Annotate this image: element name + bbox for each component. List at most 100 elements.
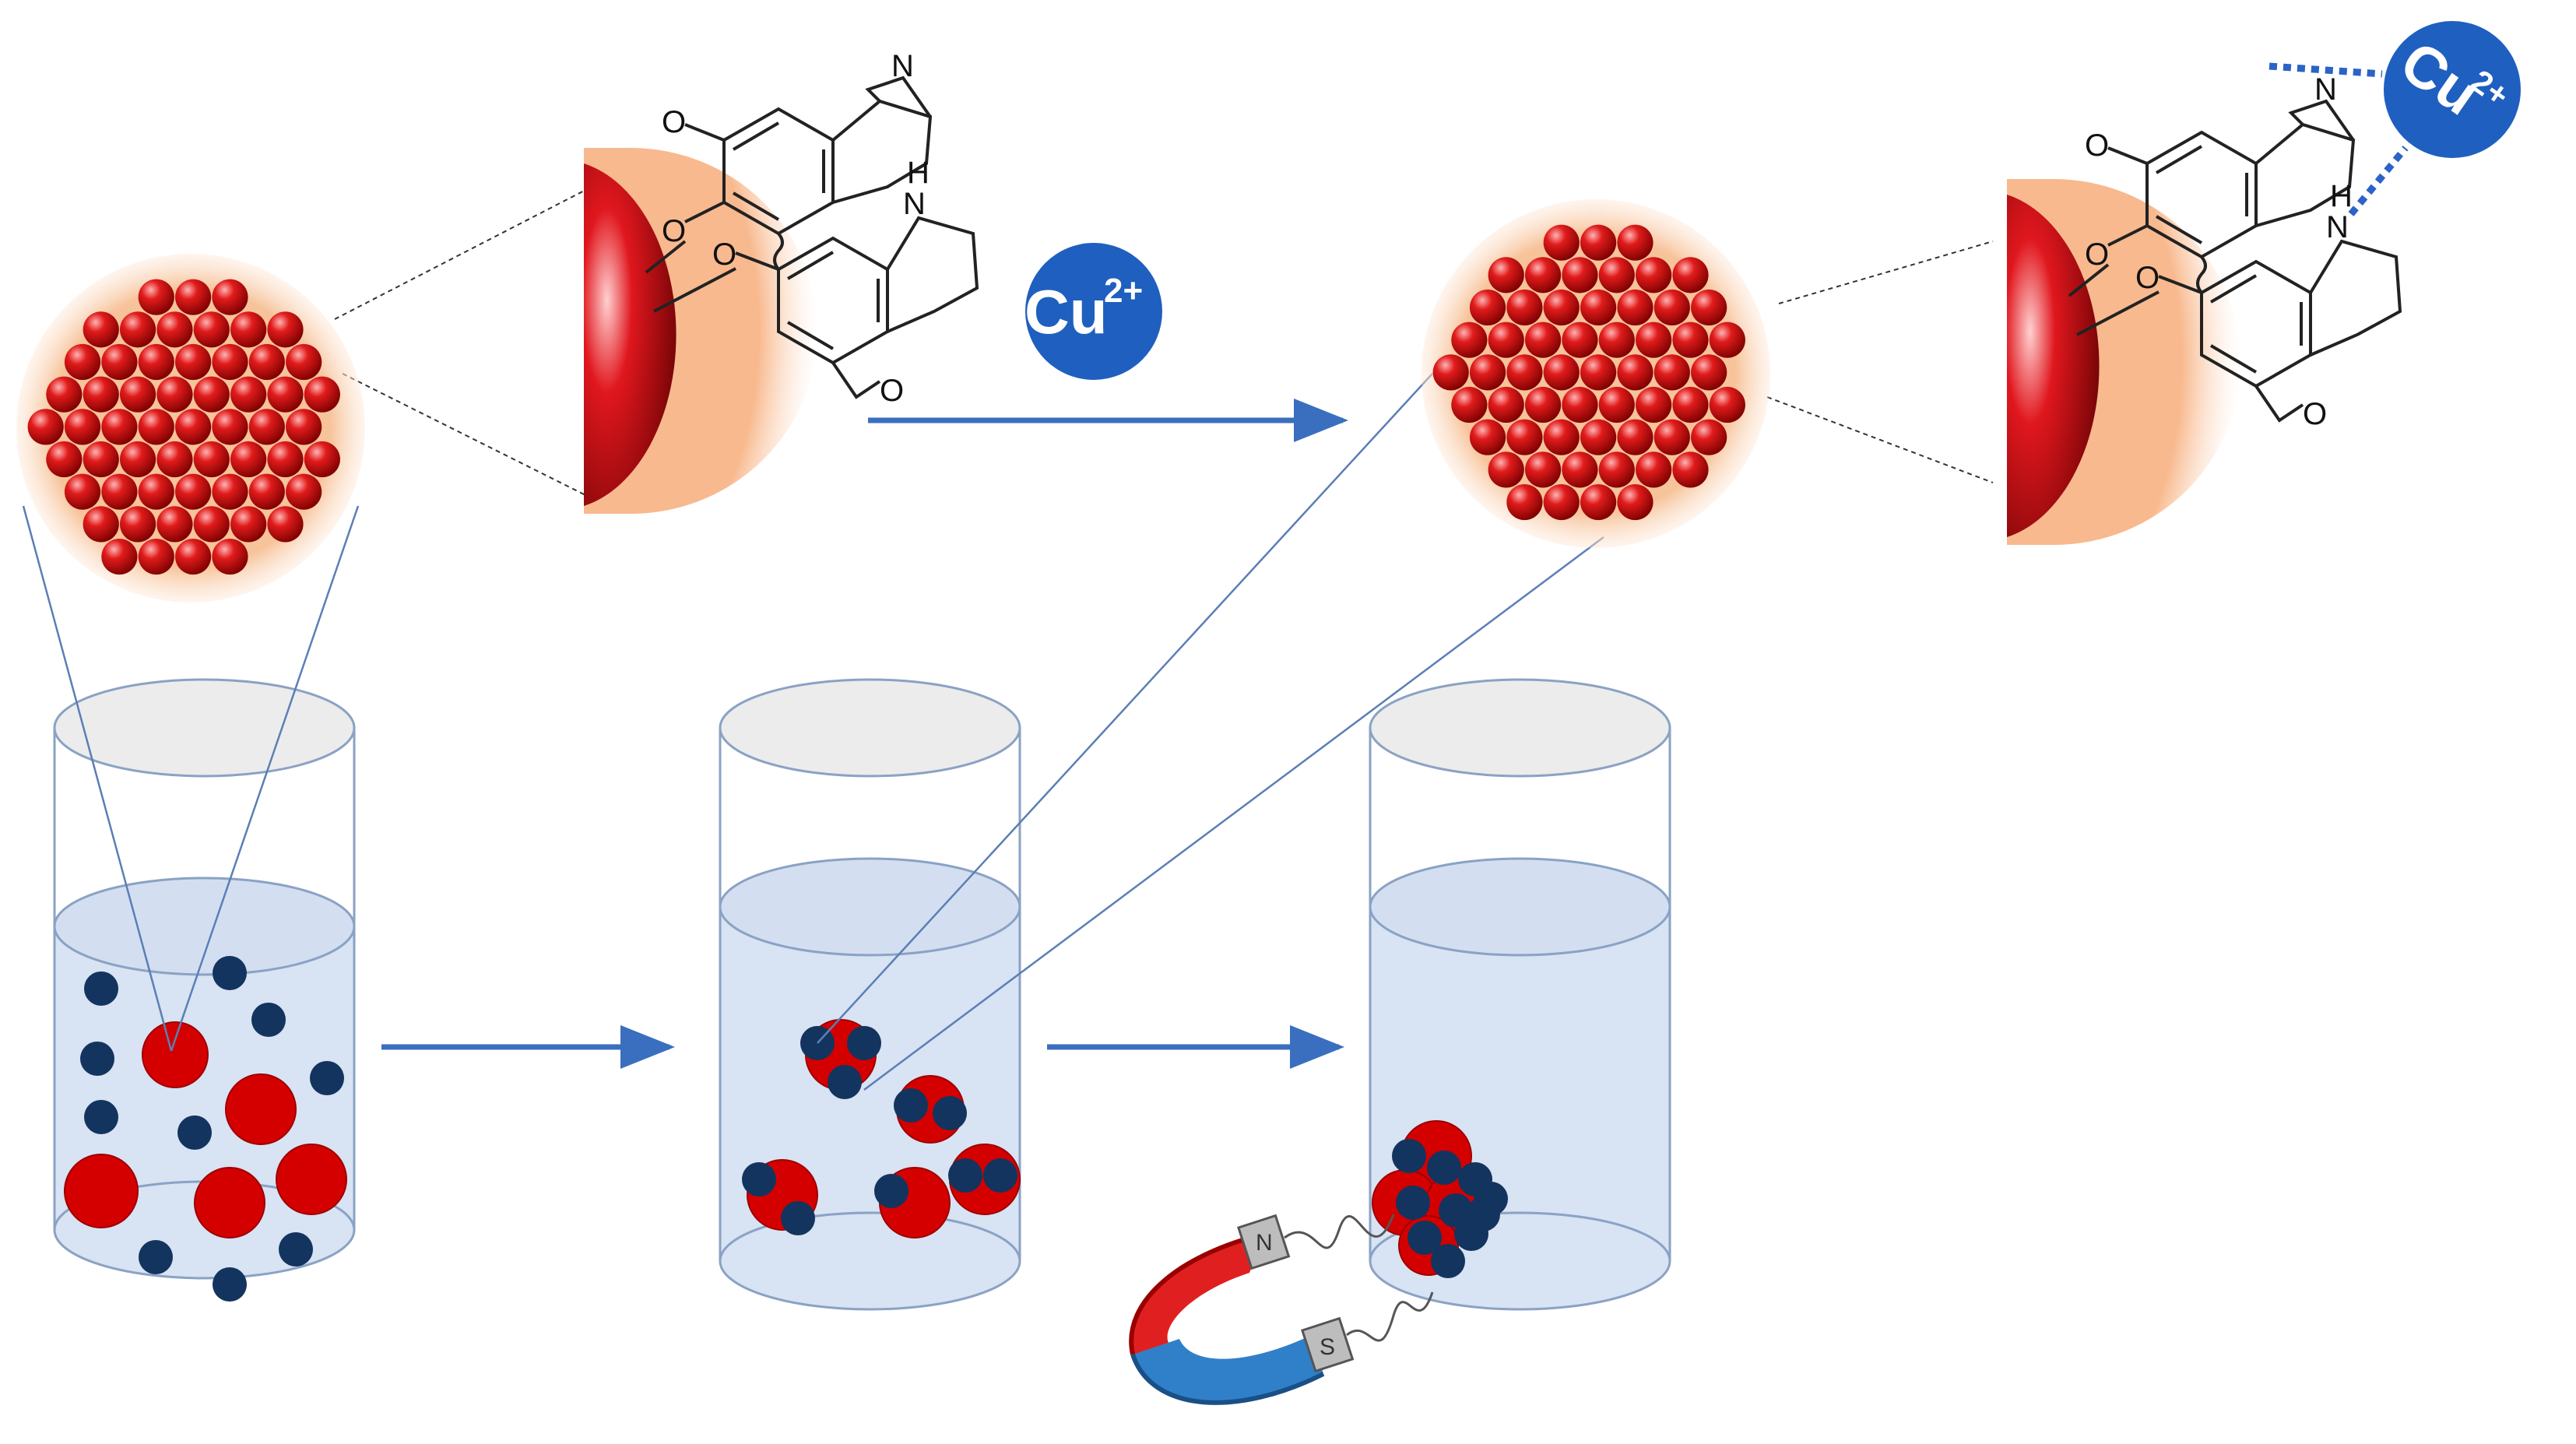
aromatic-bond	[786, 251, 880, 350]
nanoparticle-bead	[1691, 419, 1727, 455]
nanoparticle-bead	[1543, 419, 1580, 455]
nanoparticle-bead	[1617, 483, 1653, 521]
coordination-bonds	[2268, 62, 2409, 216]
nanoparticle-bead	[1598, 257, 1635, 293]
nanoparticle-bead	[1636, 451, 1672, 488]
nanoparticle-bead	[1580, 289, 1617, 326]
nanoparticle-bead	[1562, 257, 1598, 293]
process-arrows	[381, 399, 1348, 1069]
copper-ion-dot	[80, 1042, 114, 1076]
nanoparticle-bead	[156, 311, 193, 348]
nanoparticle-bead	[1506, 354, 1543, 391]
nanoparticle-bead	[267, 441, 304, 478]
copper-ion-dot	[742, 1162, 776, 1196]
nanoparticle-bead	[1488, 386, 1524, 423]
copper-ion-dot	[874, 1174, 908, 1208]
copper-ion-dot	[983, 1158, 1017, 1193]
nanoparticle-bead	[83, 441, 119, 478]
functionalized-surface-left	[584, 148, 817, 514]
aromatic-bond	[2209, 274, 2303, 374]
beaker-rim	[719, 678, 1021, 778]
nanoparticle-bead	[138, 538, 174, 575]
beaker-rim	[1369, 678, 1671, 778]
nanoparticle-bead	[1506, 483, 1543, 521]
oxygen-atom: O	[880, 374, 904, 408]
magnet-pole-south	[1300, 1316, 1355, 1373]
nanoparticle-bead	[1653, 419, 1690, 455]
imine-bond	[865, 76, 932, 118]
liquid-surface	[53, 877, 356, 976]
nanoparticle-bead	[212, 343, 248, 381]
nanoparticle-bead	[156, 506, 193, 543]
nanoparticle-bead	[138, 279, 174, 315]
nanoparticle-bead	[1653, 354, 1690, 391]
copper-ion-dot	[1454, 1217, 1488, 1251]
magnet-blue-arm	[1133, 1335, 1323, 1403]
nanoparticle-bead	[1617, 354, 1653, 391]
nanoparticle-bead	[267, 506, 304, 543]
nanoparticle-bead	[1672, 321, 1709, 358]
nanoparticle-bead	[1598, 386, 1635, 423]
nanoparticle-bead	[248, 409, 285, 445]
nanoparticle-bead	[1636, 257, 1672, 293]
magnetic-particle	[64, 1154, 139, 1228]
nanoparticle-bead	[1709, 321, 1745, 358]
copper-ion-dot	[1392, 1139, 1426, 1173]
nanoparticle-bead	[1653, 289, 1690, 326]
nanoparticle-bead	[286, 473, 322, 510]
copper-ion-dot	[933, 1096, 967, 1130]
nanoparticle-bead	[1580, 224, 1617, 261]
amine-hydrogen: H	[907, 156, 930, 190]
copper-ion-dot	[84, 1100, 118, 1134]
nanoparticle-bead	[119, 506, 156, 543]
nanoparticle-bead	[1672, 257, 1709, 293]
nanoparticle-bead	[212, 538, 248, 575]
nanoparticle-bead	[1598, 321, 1635, 358]
nanoparticle-bead	[1636, 321, 1672, 358]
nanoparticle-bead	[174, 343, 212, 381]
nanoparticle-bead	[212, 473, 248, 510]
beaker-rim	[53, 678, 356, 778]
nanoparticle-bead	[1691, 289, 1727, 326]
nanoparticle-bead	[27, 409, 64, 445]
magnet: N S	[1129, 1214, 1434, 1405]
nanoparticle-bead	[1451, 321, 1488, 358]
nanoparticle-bead	[1580, 419, 1617, 455]
copper-ion-dot	[894, 1088, 928, 1123]
surface-linker	[645, 240, 736, 313]
nanoparticle-bead	[1543, 483, 1580, 521]
bound-copper-ion: Cu 2+	[2384, 21, 2521, 158]
copper-ion-dot	[139, 1240, 173, 1274]
copper-ion-dot	[1396, 1186, 1430, 1220]
nanoparticle-bead	[304, 441, 340, 478]
imine-bond	[2288, 99, 2355, 142]
nanoparticle-bead	[1636, 386, 1672, 423]
nanoparticle-bead	[1672, 386, 1709, 423]
nanoparticle-bead	[83, 376, 119, 413]
magnetic-particle	[225, 1073, 297, 1145]
nanoparticle-bead	[1488, 451, 1524, 488]
wavy-bond	[773, 232, 784, 271]
copper-ion-dot	[310, 1061, 344, 1095]
nanoparticle-bead	[1709, 386, 1745, 423]
magnet-pole-north	[1236, 1214, 1291, 1270]
nanoparticle-bead	[1543, 289, 1580, 326]
nanoparticle-bead	[174, 538, 212, 575]
copper-ion-dot	[1427, 1151, 1461, 1185]
north-pole-label: N	[1256, 1230, 1273, 1256]
particle-hemisphere	[2007, 195, 2100, 537]
nanoparticle-bead	[1451, 386, 1488, 423]
zoom-lines-left	[22, 505, 360, 1052]
nanoparticle-bead	[119, 311, 156, 348]
nanoparticle-bead	[101, 538, 138, 575]
nanoparticle-bead	[212, 279, 248, 315]
nanoparticle-bead	[1617, 289, 1653, 326]
nanoparticle-bead	[1524, 386, 1562, 423]
nanoparticle-bead	[64, 409, 101, 445]
nanoparticle-bead	[1506, 289, 1543, 326]
oxygen-atom: O	[2135, 261, 2160, 295]
copper-ion-dot	[781, 1201, 815, 1235]
nanoparticle-bead	[156, 441, 193, 478]
